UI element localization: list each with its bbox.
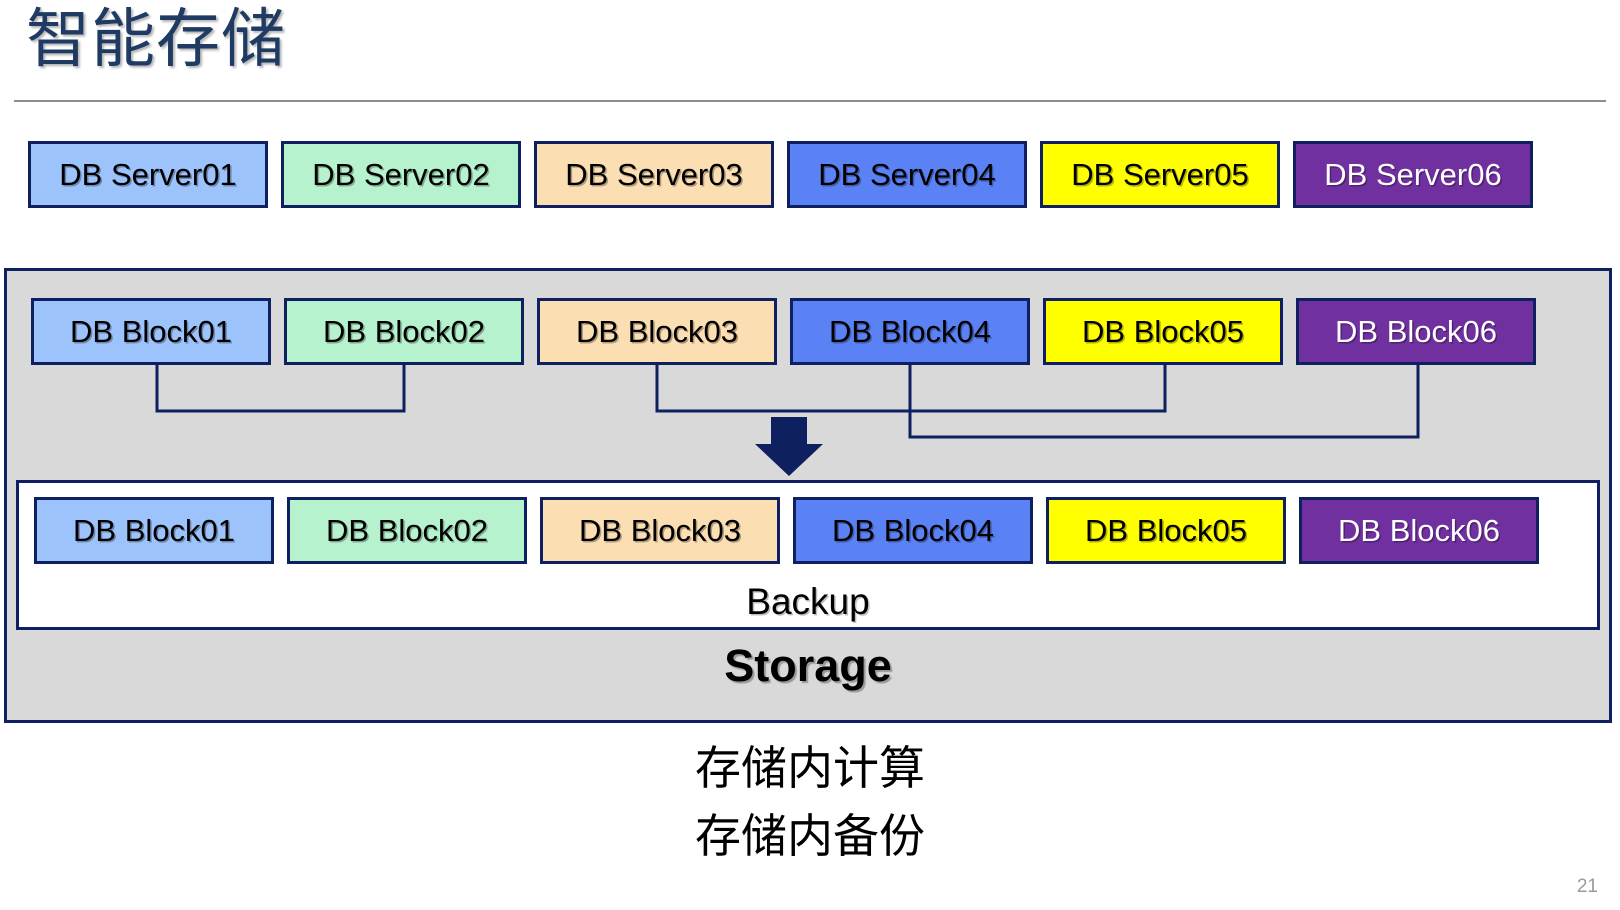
storage-panel: Backup DB Block01 DB Block02 DB Block03 DB … — [4, 268, 1612, 723]
backup-block-box-label: DB Block03 — [579, 512, 741, 548]
db-block-box-3[interactable]: DB Block03 — [537, 298, 777, 365]
title-divider — [14, 100, 1606, 102]
db-block-box-label: DB Block01 — [70, 313, 232, 349]
footer-line-2: 存储内备份 — [695, 809, 925, 862]
footer-text: 存储内计算存储内备份 — [0, 735, 1620, 870]
backup-block-box-label: DB Block04 — [832, 512, 994, 548]
backup-block-box-label: DB Block05 — [1085, 512, 1247, 548]
backup-block-box-label: DB Block06 — [1338, 512, 1500, 548]
db-block-box-6[interactable]: DB Block06 — [1296, 298, 1536, 365]
db-block-box-label: DB Block04 — [829, 313, 991, 349]
db-server-box-5[interactable]: DB Server05 — [1040, 141, 1280, 208]
backup-block-box-1[interactable]: DB Block01 — [34, 497, 274, 564]
db-server-box-label: DB Server06 — [1324, 156, 1502, 192]
backup-block-box-2[interactable]: DB Block02 — [287, 497, 527, 564]
footer-line-1: 存储内计算 — [695, 742, 925, 794]
db-server-box-4[interactable]: DB Server04 — [787, 141, 1027, 208]
db-server-box-label: DB Server03 — [565, 156, 743, 192]
backup-label: Backup — [746, 581, 870, 622]
backup-block-box-4[interactable]: DB Block04 — [793, 497, 1033, 564]
db-server-box-label: DB Server01 — [59, 156, 237, 192]
db-block-box-label: DB Block05 — [1082, 313, 1244, 349]
page-number: 21 — [1576, 876, 1598, 897]
db-server-box-label: DB Server02 — [312, 156, 490, 192]
db-server-box-label: DB Server05 — [1071, 156, 1249, 192]
db-server-box-2[interactable]: DB Server02 — [281, 141, 521, 208]
db-server-box-1[interactable]: DB Server01 — [28, 141, 268, 208]
db-server-box-label: DB Server04 — [818, 156, 996, 192]
db-block-box-5[interactable]: DB Block05 — [1043, 298, 1283, 365]
db-block-box-label: DB Block02 — [323, 313, 485, 349]
backup-panel: Backup DB Block01 DB Block02 DB Block03 DB … — [16, 480, 1600, 630]
db-block-box-label: DB Block03 — [576, 313, 738, 349]
db-server-box-6[interactable]: DB Server06 — [1293, 141, 1533, 208]
backup-block-box-3[interactable]: DB Block03 — [540, 497, 780, 564]
page-title: 智能存储 — [26, 3, 286, 75]
db-block-box-4[interactable]: DB Block04 — [790, 298, 1030, 365]
db-block-box-2[interactable]: DB Block02 — [284, 298, 524, 365]
backup-block-box-label: DB Block01 — [73, 512, 235, 548]
db-block-box-1[interactable]: DB Block01 — [31, 298, 271, 365]
storage-label: Storage — [724, 640, 892, 691]
db-block-box-label: DB Block06 — [1335, 313, 1497, 349]
backup-block-box-label: DB Block02 — [326, 512, 488, 548]
backup-block-box-6[interactable]: DB Block06 — [1299, 497, 1539, 564]
db-server-box-3[interactable]: DB Server03 — [534, 141, 774, 208]
backup-block-box-5[interactable]: DB Block05 — [1046, 497, 1286, 564]
